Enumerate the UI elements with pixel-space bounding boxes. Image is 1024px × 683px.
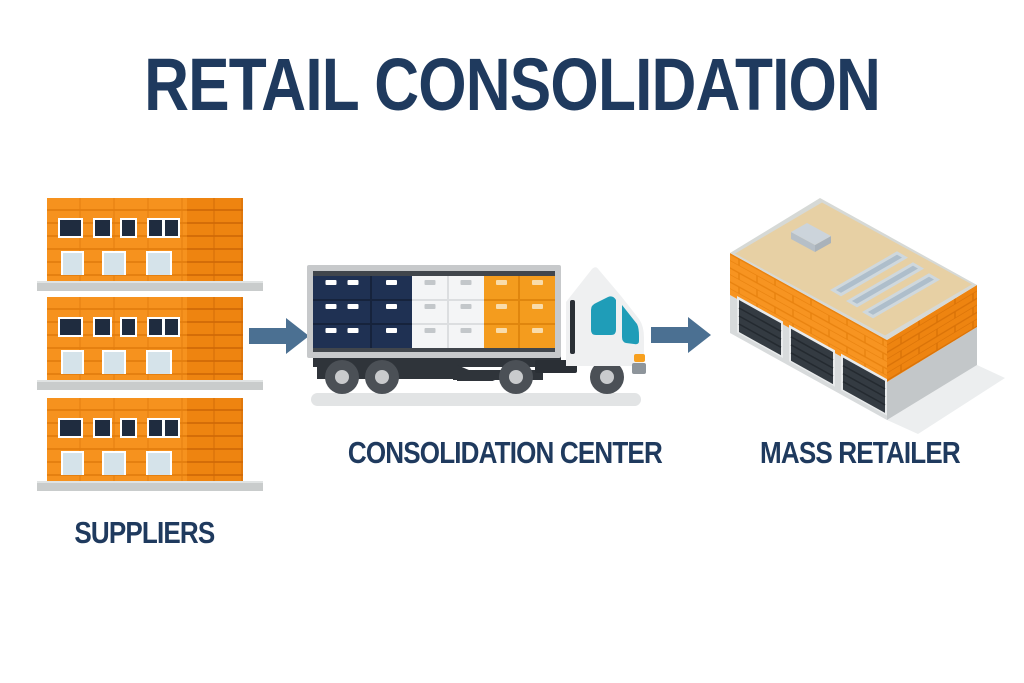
building-doors [47, 350, 172, 374]
store-garage-doors [737, 296, 887, 416]
building-side [187, 198, 243, 283]
roof-skylights-icon [829, 251, 941, 319]
truck-shadow [311, 393, 641, 406]
cab-marker-light [634, 354, 645, 362]
building-doors [47, 251, 172, 275]
door-icon [102, 451, 126, 475]
store-shadow [887, 365, 1005, 434]
building-base [37, 380, 263, 390]
door-icon [146, 451, 172, 475]
right-arrow-icon [249, 318, 309, 354]
window-icon [147, 317, 180, 337]
window-icon [120, 218, 137, 238]
cargo-navy-boxes [313, 276, 412, 348]
window-icon [93, 218, 112, 238]
suppliers-label: SUPPLIERS [73, 515, 215, 550]
door-icon [61, 451, 84, 475]
cab-bumper [632, 363, 646, 374]
building-windows [47, 418, 180, 438]
building-front [47, 398, 187, 483]
door-icon [146, 251, 172, 275]
cab-handle-bar [570, 300, 575, 354]
mass-retailer-label: MASS RETAILER [760, 435, 961, 470]
window-icon [120, 418, 137, 438]
window-icon [58, 418, 83, 438]
door-icon [61, 251, 84, 275]
building-windows [47, 218, 180, 238]
building-doors [47, 451, 172, 475]
door-icon [102, 251, 126, 275]
roof-vent-icon [791, 223, 831, 252]
cab-windshield [622, 305, 639, 345]
truck-trailer [307, 265, 561, 358]
building-front [47, 198, 187, 283]
isometric-store-icon [730, 198, 1005, 434]
right-arrow-icon [651, 317, 711, 353]
window-icon [93, 317, 112, 337]
window-icon [93, 418, 112, 438]
supplier-building-icon [37, 297, 263, 390]
supplier-building-icon [37, 398, 263, 491]
window-icon [147, 218, 180, 238]
consolidation-center-label: CONSOLIDATION CENTER [347, 435, 663, 470]
window-icon [147, 418, 180, 438]
supplier-building-icon [37, 198, 263, 291]
page-title-text: RETAIL CONSOLIDATION [143, 43, 881, 126]
truck-cab [566, 267, 646, 374]
building-side [187, 398, 243, 483]
cargo-truck-icon [307, 265, 646, 406]
window-icon [58, 317, 83, 337]
building-base [37, 481, 263, 491]
window-icon [120, 317, 137, 337]
building-front [47, 297, 187, 382]
door-icon [61, 350, 84, 374]
cab-side-window [591, 296, 616, 335]
truck-wheels [325, 360, 624, 394]
store-roof [730, 198, 977, 340]
building-windows [47, 317, 180, 337]
building-base [37, 281, 263, 291]
window-icon [58, 218, 83, 238]
building-side [187, 297, 243, 382]
door-icon [102, 350, 126, 374]
door-icon [146, 350, 172, 374]
page-title: RETAIL CONSOLIDATION [0, 48, 1024, 122]
